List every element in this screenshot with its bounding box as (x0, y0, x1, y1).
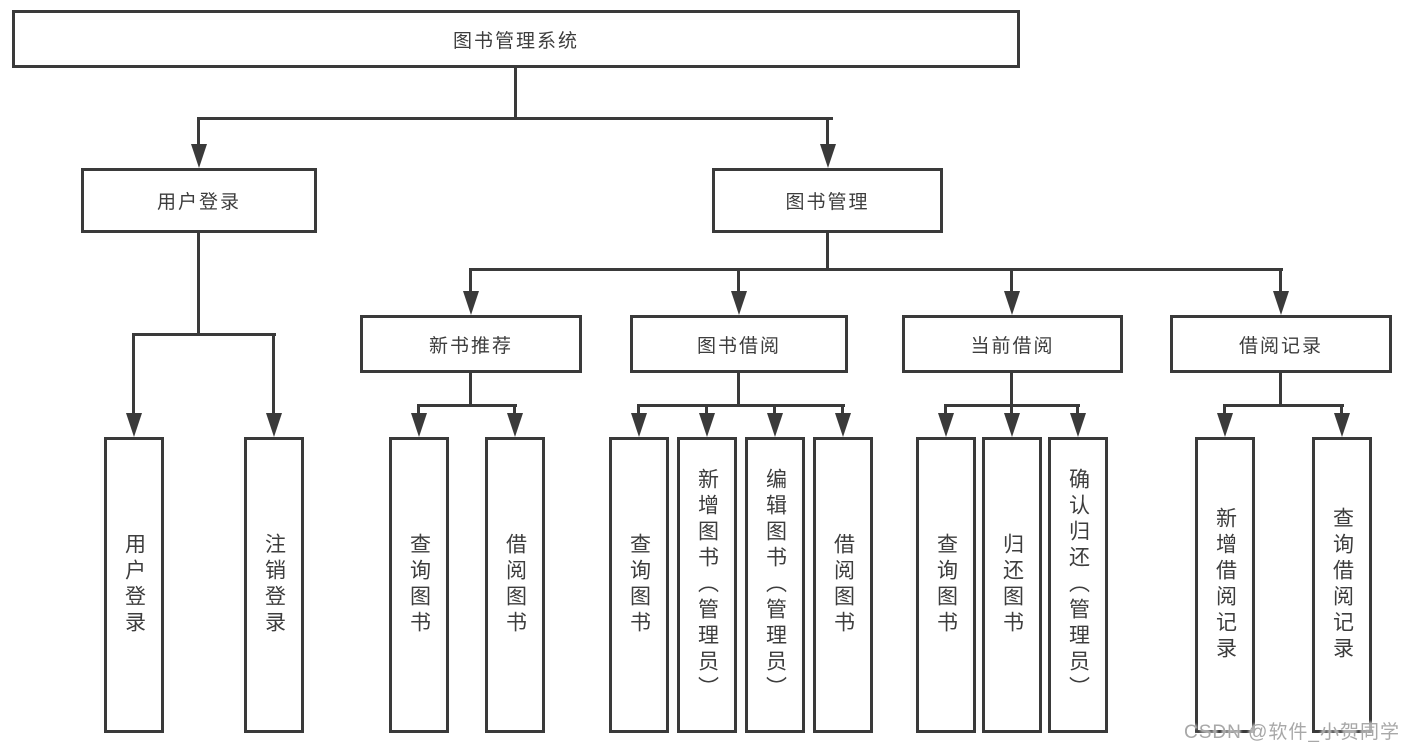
connector-line (1340, 406, 1343, 415)
node-book-borrowing: 图书借阅 (630, 315, 848, 373)
leaf-return-books: 归还图书 (982, 437, 1042, 733)
connector-line (197, 117, 833, 120)
arrowhead-down (938, 413, 954, 437)
arrowhead-down (731, 291, 747, 315)
connector-line (1010, 406, 1013, 415)
connector-line (513, 406, 516, 415)
connector-line (514, 67, 517, 120)
connector-line (1076, 406, 1079, 415)
connector-line (417, 404, 517, 407)
connector-line (272, 335, 275, 415)
leaf-query-borrow-record: 查询借阅记录 (1312, 437, 1372, 733)
arrowhead-down (191, 144, 207, 168)
arrowhead-down (820, 144, 836, 168)
connector-line (1223, 404, 1344, 407)
connector-line (417, 406, 420, 415)
connector-line (637, 404, 845, 407)
connector-line (197, 119, 200, 148)
leaf-logout: 注销登录 (244, 437, 304, 733)
leaf-query-books-current: 查询图书 (916, 437, 976, 733)
arrowhead-down (411, 413, 427, 437)
connector-line (944, 406, 947, 415)
arrowhead-down (1217, 413, 1233, 437)
connector-line (1223, 406, 1226, 415)
leaf-add-books-admin: 新增图书（管理员） (677, 437, 737, 733)
leaf-borrow-books: 借阅图书 (813, 437, 873, 733)
csdn-watermark: CSDN @软件_小贺同学 (1184, 722, 1400, 743)
connector-line (826, 119, 829, 148)
leaf-query-books-recommend: 查询图书 (389, 437, 449, 733)
arrowhead-down (835, 413, 851, 437)
node-book-management: 图书管理 (712, 168, 943, 233)
arrowhead-down (1273, 291, 1289, 315)
leaf-borrow-books-recommend: 借阅图书 (485, 437, 545, 733)
connector-line (841, 406, 844, 415)
connector-line (1010, 373, 1013, 407)
connector-line (944, 404, 1080, 407)
node-new-book-recommend: 新书推荐 (360, 315, 582, 373)
connector-line (1279, 373, 1282, 407)
leaf-query-books-borrow: 查询图书 (609, 437, 669, 733)
arrowhead-down (507, 413, 523, 437)
leaf-edit-books-admin: 编辑图书（管理员） (745, 437, 805, 733)
arrowhead-down (767, 413, 783, 437)
connector-line (469, 373, 472, 407)
connector-line (469, 268, 1283, 271)
arrowhead-down (1004, 291, 1020, 315)
node-borrowing-records: 借阅记录 (1170, 315, 1392, 373)
connector-line (737, 373, 740, 407)
connector-line (469, 270, 472, 294)
connector-line (1279, 270, 1282, 294)
arrowhead-down (1334, 413, 1350, 437)
connector-line (1010, 270, 1013, 294)
node-library-management-system: 图书管理系统 (12, 10, 1020, 68)
connector-line (737, 270, 740, 294)
node-current-borrowing: 当前借阅 (902, 315, 1123, 373)
leaf-confirm-return-admin: 确认归还（管理员） (1048, 437, 1108, 733)
connector-line (197, 233, 200, 336)
connector-line (132, 333, 276, 336)
node-user-login: 用户登录 (81, 168, 317, 233)
connector-line (826, 233, 829, 270)
arrowhead-down (699, 413, 715, 437)
arrowhead-down (1070, 413, 1086, 437)
arrowhead-down (266, 413, 282, 437)
arrowhead-down (631, 413, 647, 437)
leaf-user-login: 用户登录 (104, 437, 164, 733)
connector-line (773, 406, 776, 415)
connector-line (637, 406, 640, 415)
connector-line (705, 406, 708, 415)
arrowhead-down (463, 291, 479, 315)
arrowhead-down (1004, 413, 1020, 437)
connector-line (132, 335, 135, 415)
leaf-add-borrow-record: 新增借阅记录 (1195, 437, 1255, 733)
arrowhead-down (126, 413, 142, 437)
